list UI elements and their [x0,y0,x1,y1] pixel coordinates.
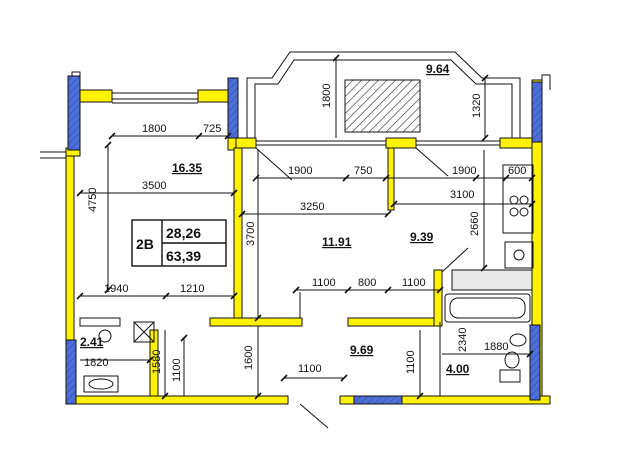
dim-1800-bal: 1800 [321,84,333,108]
dim-1600: 1600 [243,346,255,370]
dim-3500: 3500 [142,180,166,192]
area-balcony: 9.64 [426,62,450,76]
dim-1320: 1320 [471,94,483,118]
dim-725: 725 [203,123,221,135]
dim-1880: 1880 [484,341,508,353]
dim-1100-c: 1100 [171,358,183,382]
dim-1820: 1820 [84,357,108,369]
balcony-outline [246,51,521,140]
dim-1800-top: 1800 [142,123,166,135]
window-frames [112,92,500,146]
dimension-labels: 1800 725 3500 1940 1210 1900 750 1900 60… [84,84,526,382]
dim-1900-b: 1900 [452,165,476,177]
area-kitchen: 9.39 [410,230,434,244]
dim-3100: 3100 [450,189,474,201]
dim-4750: 4750 [87,188,99,212]
area-bath: 4.00 [446,362,470,376]
living-area: 28,26 [166,225,201,241]
total-area: 63,39 [166,248,201,264]
dim-1900-a: 1900 [288,165,312,177]
dim-1100-e: 1100 [405,350,417,374]
windows [65,75,543,405]
unit-badge: 2В 28,26 63,39 [131,219,227,267]
room-areas: 9.64 16.35 11.91 9.39 9.69 2.41 4.00 [80,62,470,376]
dim-1100-d: 1100 [298,363,322,375]
area-room1: 16.35 [172,161,202,175]
dim-2660: 2660 [469,212,481,236]
dim-2340: 2340 [457,328,469,352]
area-wc: 2.41 [80,335,104,349]
dim-600: 600 [508,165,526,177]
bath-fixtures [444,269,533,383]
dim-1100-a: 1100 [312,277,336,289]
dim-3700: 3700 [245,222,257,246]
wc-fixtures [79,317,155,393]
dim-750: 750 [354,165,372,177]
area-room2: 11.91 [322,235,352,249]
dim-3250: 3250 [300,201,324,213]
door-swings [255,147,469,429]
walls [65,79,551,405]
area-hall: 9.69 [350,343,374,357]
dim-800: 800 [358,277,376,289]
dim-1210: 1210 [180,283,204,295]
dimension-lines [76,54,536,400]
dim-1580: 1580 [151,350,163,374]
dim-1100-b: 1100 [402,277,426,289]
dim-1940: 1940 [104,283,128,295]
balcony-hatch [344,79,421,133]
unit-code: 2В [136,236,154,252]
